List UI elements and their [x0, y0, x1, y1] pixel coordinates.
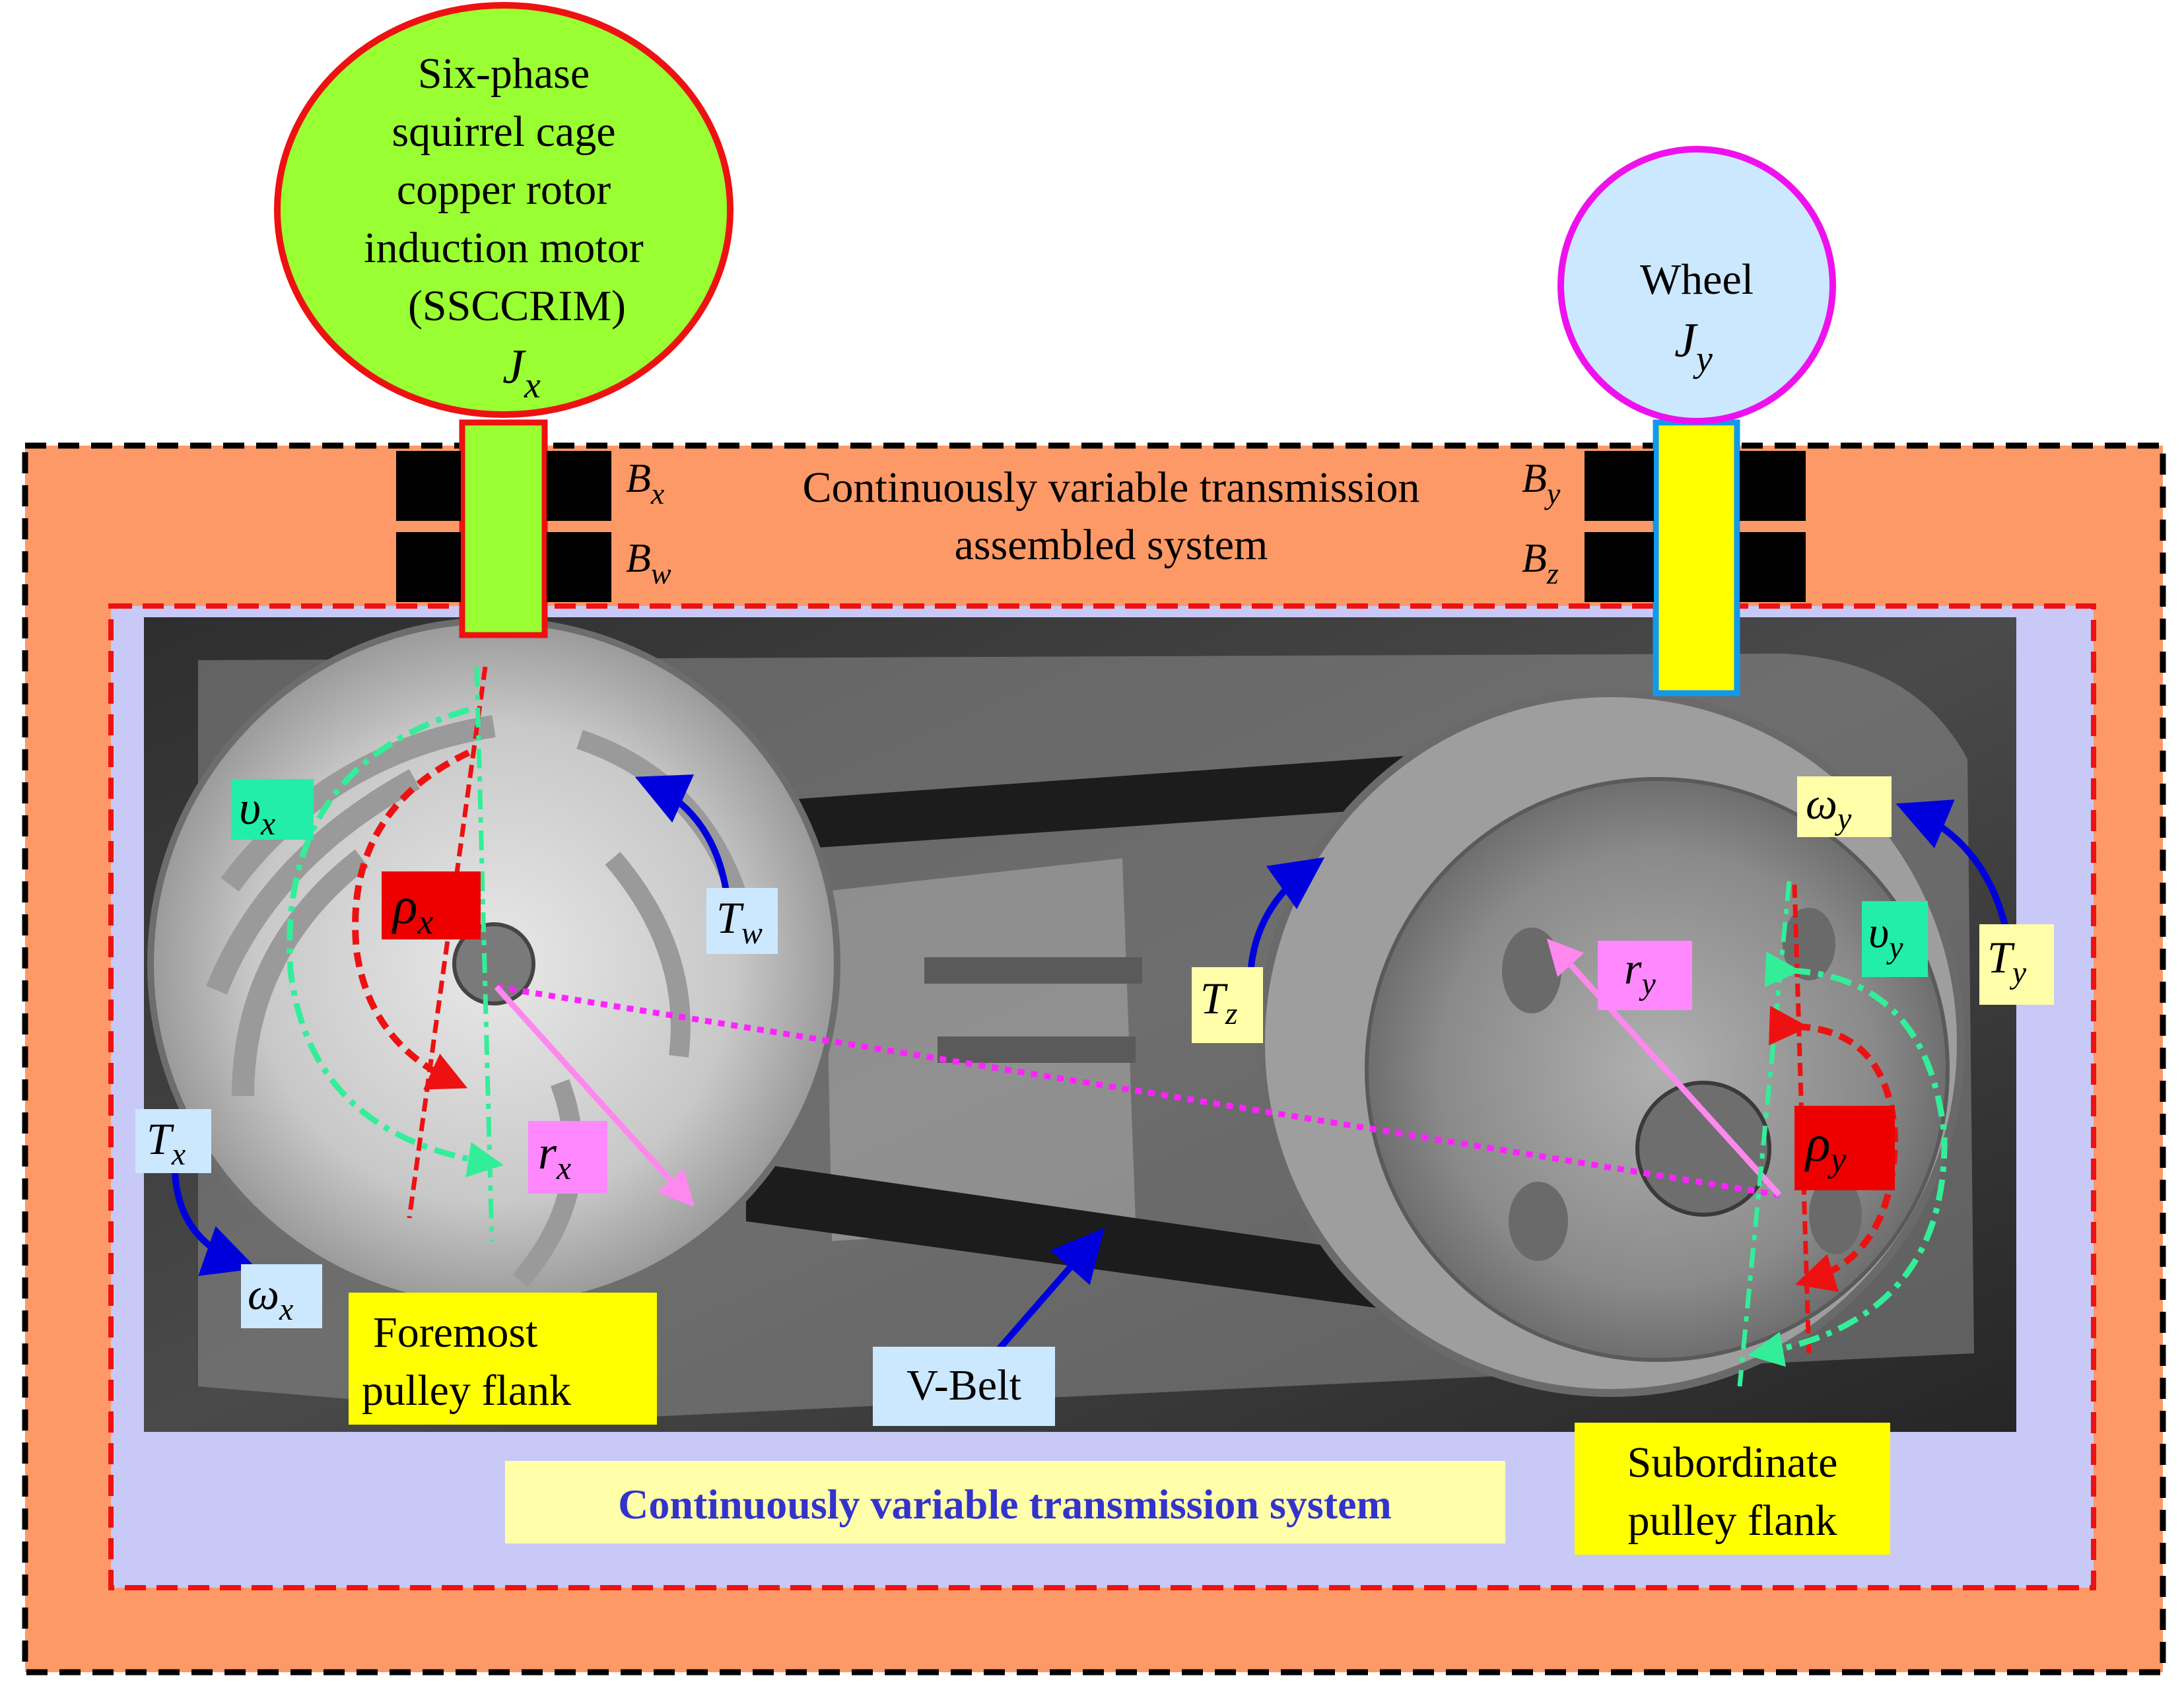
svg-text:Subordinate: Subordinate [1627, 1439, 1838, 1487]
bearing-by-label: By [1522, 456, 1561, 510]
svg-text:V-Belt: V-Belt [906, 1361, 1021, 1409]
cvt-photo [144, 617, 2016, 1432]
ry-radius-line [1546, 938, 1782, 1198]
svg-text:pulley flank: pulley flank [1627, 1497, 1837, 1545]
svg-text:Continuously variable transmis: Continuously variable transmission syste… [618, 1481, 1392, 1528]
tx-box: Tx [135, 1109, 211, 1173]
svg-text:ωx: ωx [248, 1269, 293, 1327]
upsilon-y-box: υy [1862, 901, 1928, 977]
tw-arrow [634, 774, 730, 892]
wheel-label: Wheel [1640, 255, 1754, 304]
foremost-pulley [147, 617, 840, 1310]
cvt-system-label: Continuously variable transmission syste… [505, 1461, 1505, 1543]
svg-text:rx: rx [538, 1126, 571, 1186]
v-belt-arrow [981, 1227, 1105, 1369]
tx-omega-x-arrow [172, 1171, 257, 1276]
foremost-flank-red-line [407, 666, 488, 1219]
svg-text:υx: υx [239, 782, 275, 842]
svg-text:Tx: Tx [147, 1114, 186, 1172]
motor-line-1: Six-phase [418, 50, 590, 98]
tz-arrow [1248, 857, 1325, 968]
assembled-system-title-1: Continuously variable transmission [803, 463, 1420, 512]
tz-box: Tz [1192, 967, 1263, 1043]
wheel-shaft [1653, 419, 1740, 696]
wheel-inertia: Jy [1674, 314, 1713, 380]
bearing-bw-label: Bw [626, 536, 671, 590]
bearing-bx [396, 451, 611, 521]
svg-text:ωy: ωy [1806, 778, 1852, 836]
ry-box: ry [1598, 941, 1692, 1010]
bearing-bz [1585, 532, 1806, 602]
v-belt-label: V-Belt [873, 1347, 1055, 1426]
svg-text:ry: ry [1624, 943, 1656, 1001]
motor-line-4: induction motor [364, 224, 643, 272]
bearing-bx-label: Bx [626, 456, 665, 510]
svg-text:υy: υy [1868, 907, 1903, 965]
rho-y-box: ρy [1794, 1106, 1895, 1190]
upsilon-y-arc [1748, 951, 1948, 1367]
bearing-bw [396, 532, 611, 602]
upsilon-x-arc [287, 706, 504, 1178]
bearing-by [1585, 451, 1806, 521]
svg-text:ρy: ρy [1804, 1114, 1846, 1179]
wheel-circle [1557, 146, 1836, 424]
motor-label: Six-phase squirrel cage copper rotor ind… [364, 50, 643, 406]
center-distance-line [496, 984, 1780, 1198]
assembled-system-title-2: assembled system [955, 521, 1268, 569]
svg-text:Foremost: Foremost [373, 1308, 537, 1357]
omega-x-box: ωx [241, 1264, 322, 1328]
svg-text:Ty: Ty [1987, 932, 2027, 990]
motor-inertia: Jx [502, 340, 541, 406]
svg-text:ρx: ρx [392, 877, 433, 941]
bearing-bz-label: Bz [1522, 536, 1559, 590]
ty-omega-y-arrow [1895, 799, 2010, 935]
tw-box: Tw [706, 888, 778, 954]
subordinate-label: Subordinate pulley flank [1575, 1423, 1890, 1555]
motor-shaft [459, 419, 548, 638]
omega-y-box: ωy [1797, 776, 1892, 837]
motor-line-3: copper rotor [397, 166, 611, 214]
motor-line-5: (SSCCRIM) [408, 282, 626, 330]
upsilon-x-box: υx [231, 779, 314, 842]
svg-text:Tz: Tz [1200, 973, 1238, 1031]
svg-text:Tw: Tw [716, 893, 763, 951]
foremost-label: Foremost pulley flank [349, 1293, 657, 1425]
svg-text:pulley flank: pulley flank [362, 1367, 571, 1415]
motor-circle [274, 2, 734, 418]
ty-box: Ty [1979, 924, 2054, 1005]
rx-radius-line [494, 984, 695, 1207]
rho-x-box: ρx [382, 871, 481, 941]
rho-x-arc [352, 749, 471, 1090]
rx-box: rx [528, 1121, 607, 1194]
motor-line-2: squirrel cage [392, 108, 616, 156]
